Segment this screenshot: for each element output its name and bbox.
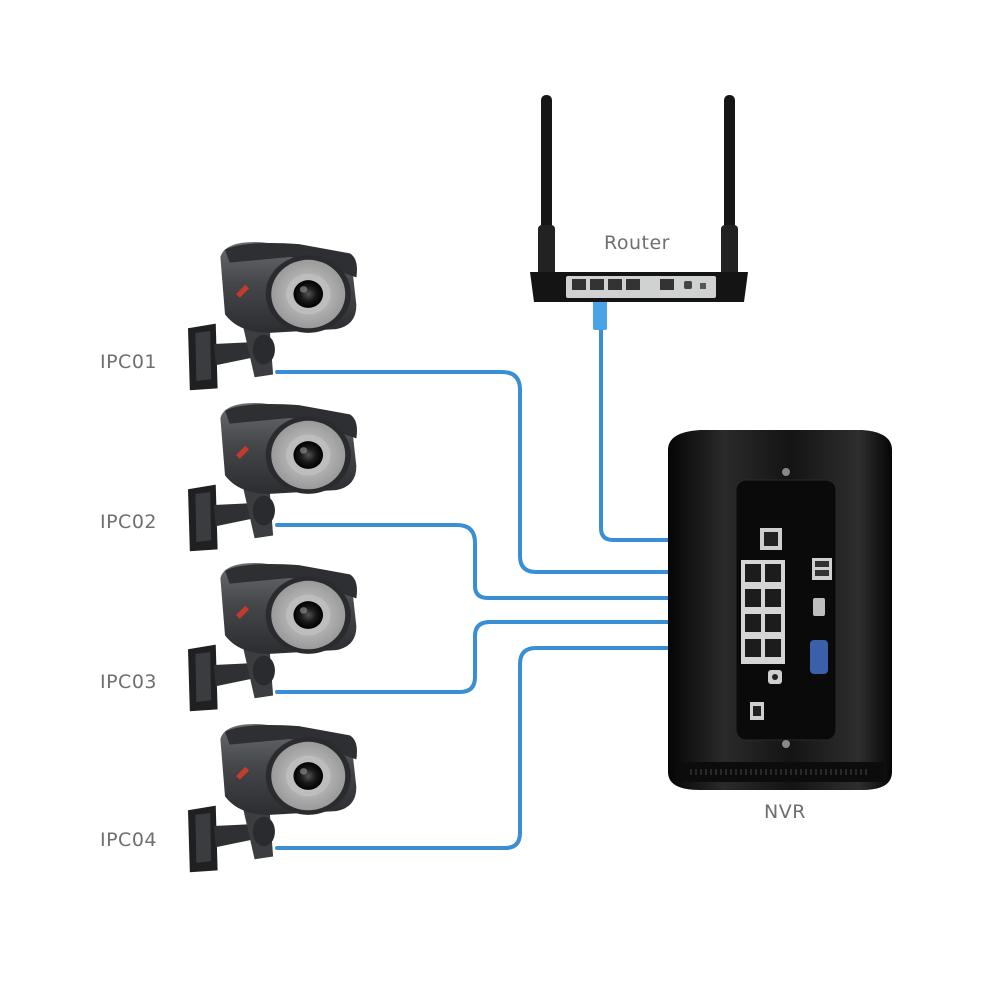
cables xyxy=(275,310,727,850)
camera-ipc01 xyxy=(188,242,357,391)
cable-ipc02 xyxy=(275,523,712,600)
camera-label-ipc01: IPC01 xyxy=(100,351,158,373)
cable-router-nvr xyxy=(599,310,727,542)
cable-ipc01 xyxy=(275,370,712,574)
camera-label-ipc03: IPC03 xyxy=(100,671,158,693)
cable-ipc03 xyxy=(275,620,712,694)
camera-label-ipc04: IPC04 xyxy=(100,829,158,851)
router-device xyxy=(530,95,748,302)
nvr-device xyxy=(668,430,892,790)
camera-label-ipc02: IPC02 xyxy=(100,511,158,533)
camera-ipc03 xyxy=(188,563,357,712)
cable-ipc04 xyxy=(275,646,712,850)
camera-ipc02 xyxy=(188,403,357,552)
nvr-label: NVR xyxy=(764,801,806,823)
router-label: Router xyxy=(604,232,670,254)
